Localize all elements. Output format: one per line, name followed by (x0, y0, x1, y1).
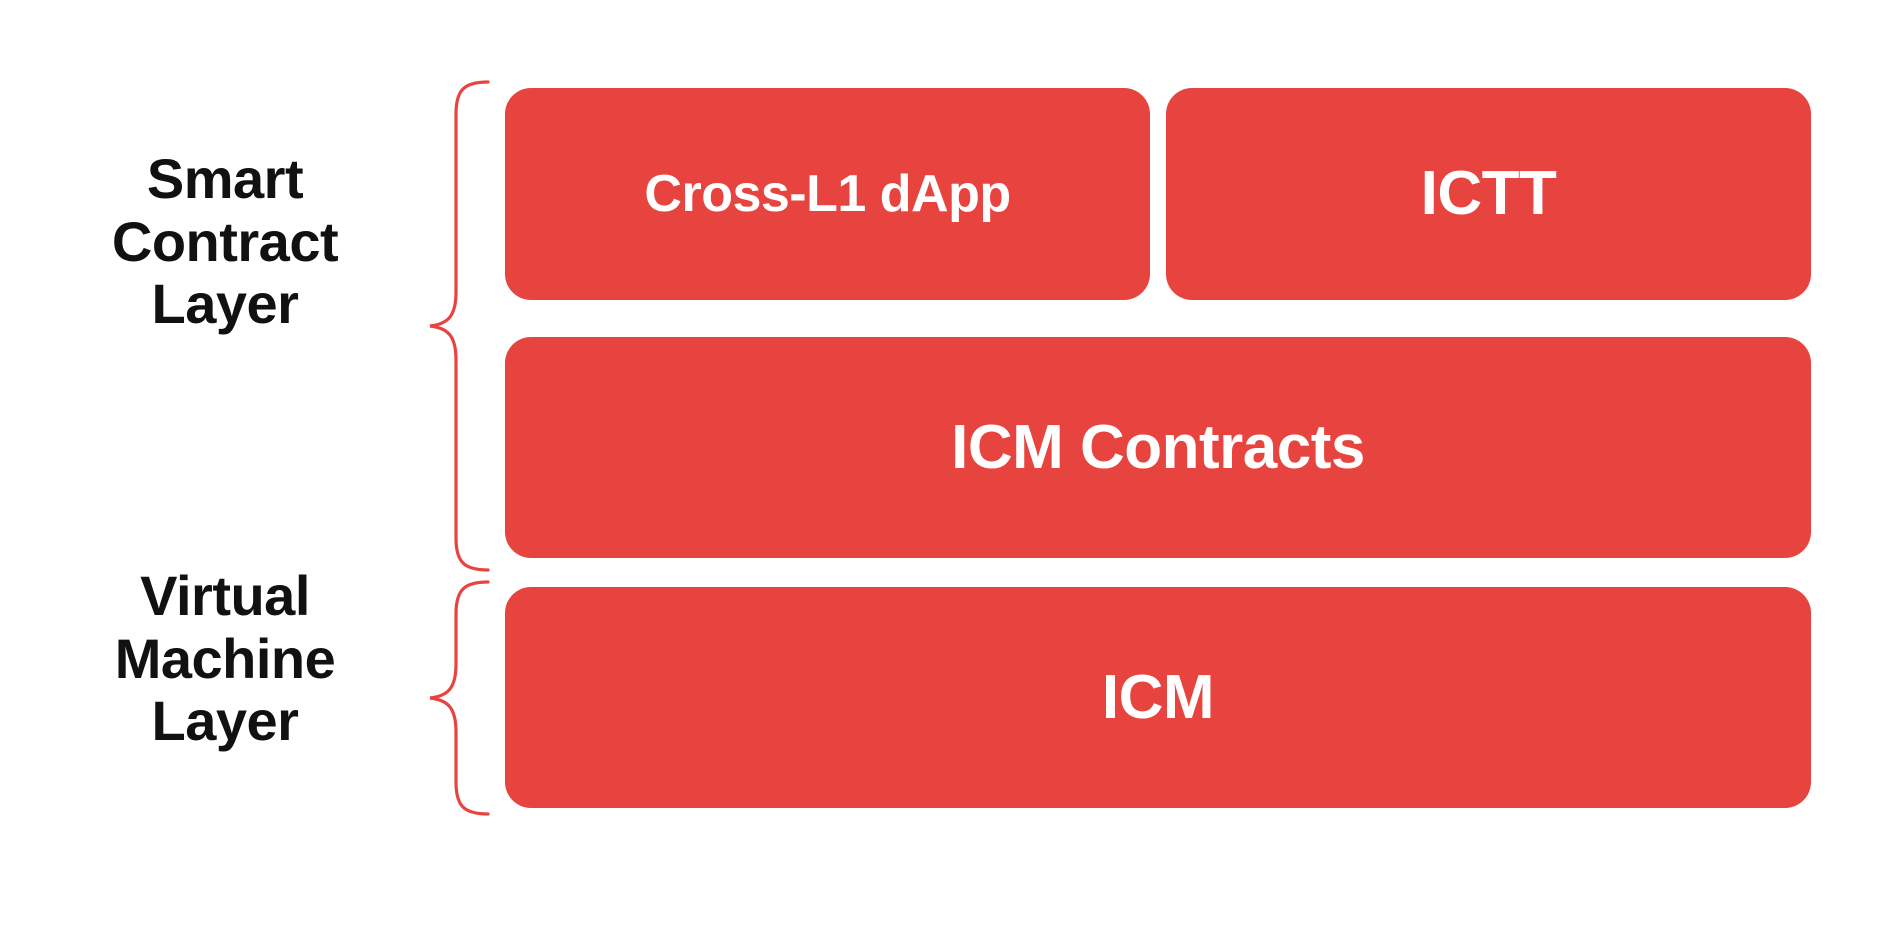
curly-brace-icon-virtual-machine (429, 580, 490, 816)
box-label-icm-contracts: ICM Contracts (951, 412, 1365, 482)
box-cross-l1-dapp[interactable]: Cross-L1 dApp (505, 88, 1150, 300)
box-label-icm: ICM (1101, 662, 1215, 732)
layer-label-smart-contract: Smart Contract Layer (111, 147, 339, 336)
curly-brace-icon-smart-contract (429, 80, 490, 572)
box-label-ictt: ICTT (1420, 159, 1557, 228)
box-icm-contracts[interactable]: ICM Contracts (505, 337, 1811, 558)
box-ictt[interactable]: ICTT (1166, 88, 1811, 300)
box-icm[interactable]: ICM (505, 587, 1811, 808)
layer-label-virtual-machine: Virtual Machine Layer (114, 564, 336, 753)
box-label-cross-l1-dapp: Cross-L1 dApp (644, 165, 1011, 223)
